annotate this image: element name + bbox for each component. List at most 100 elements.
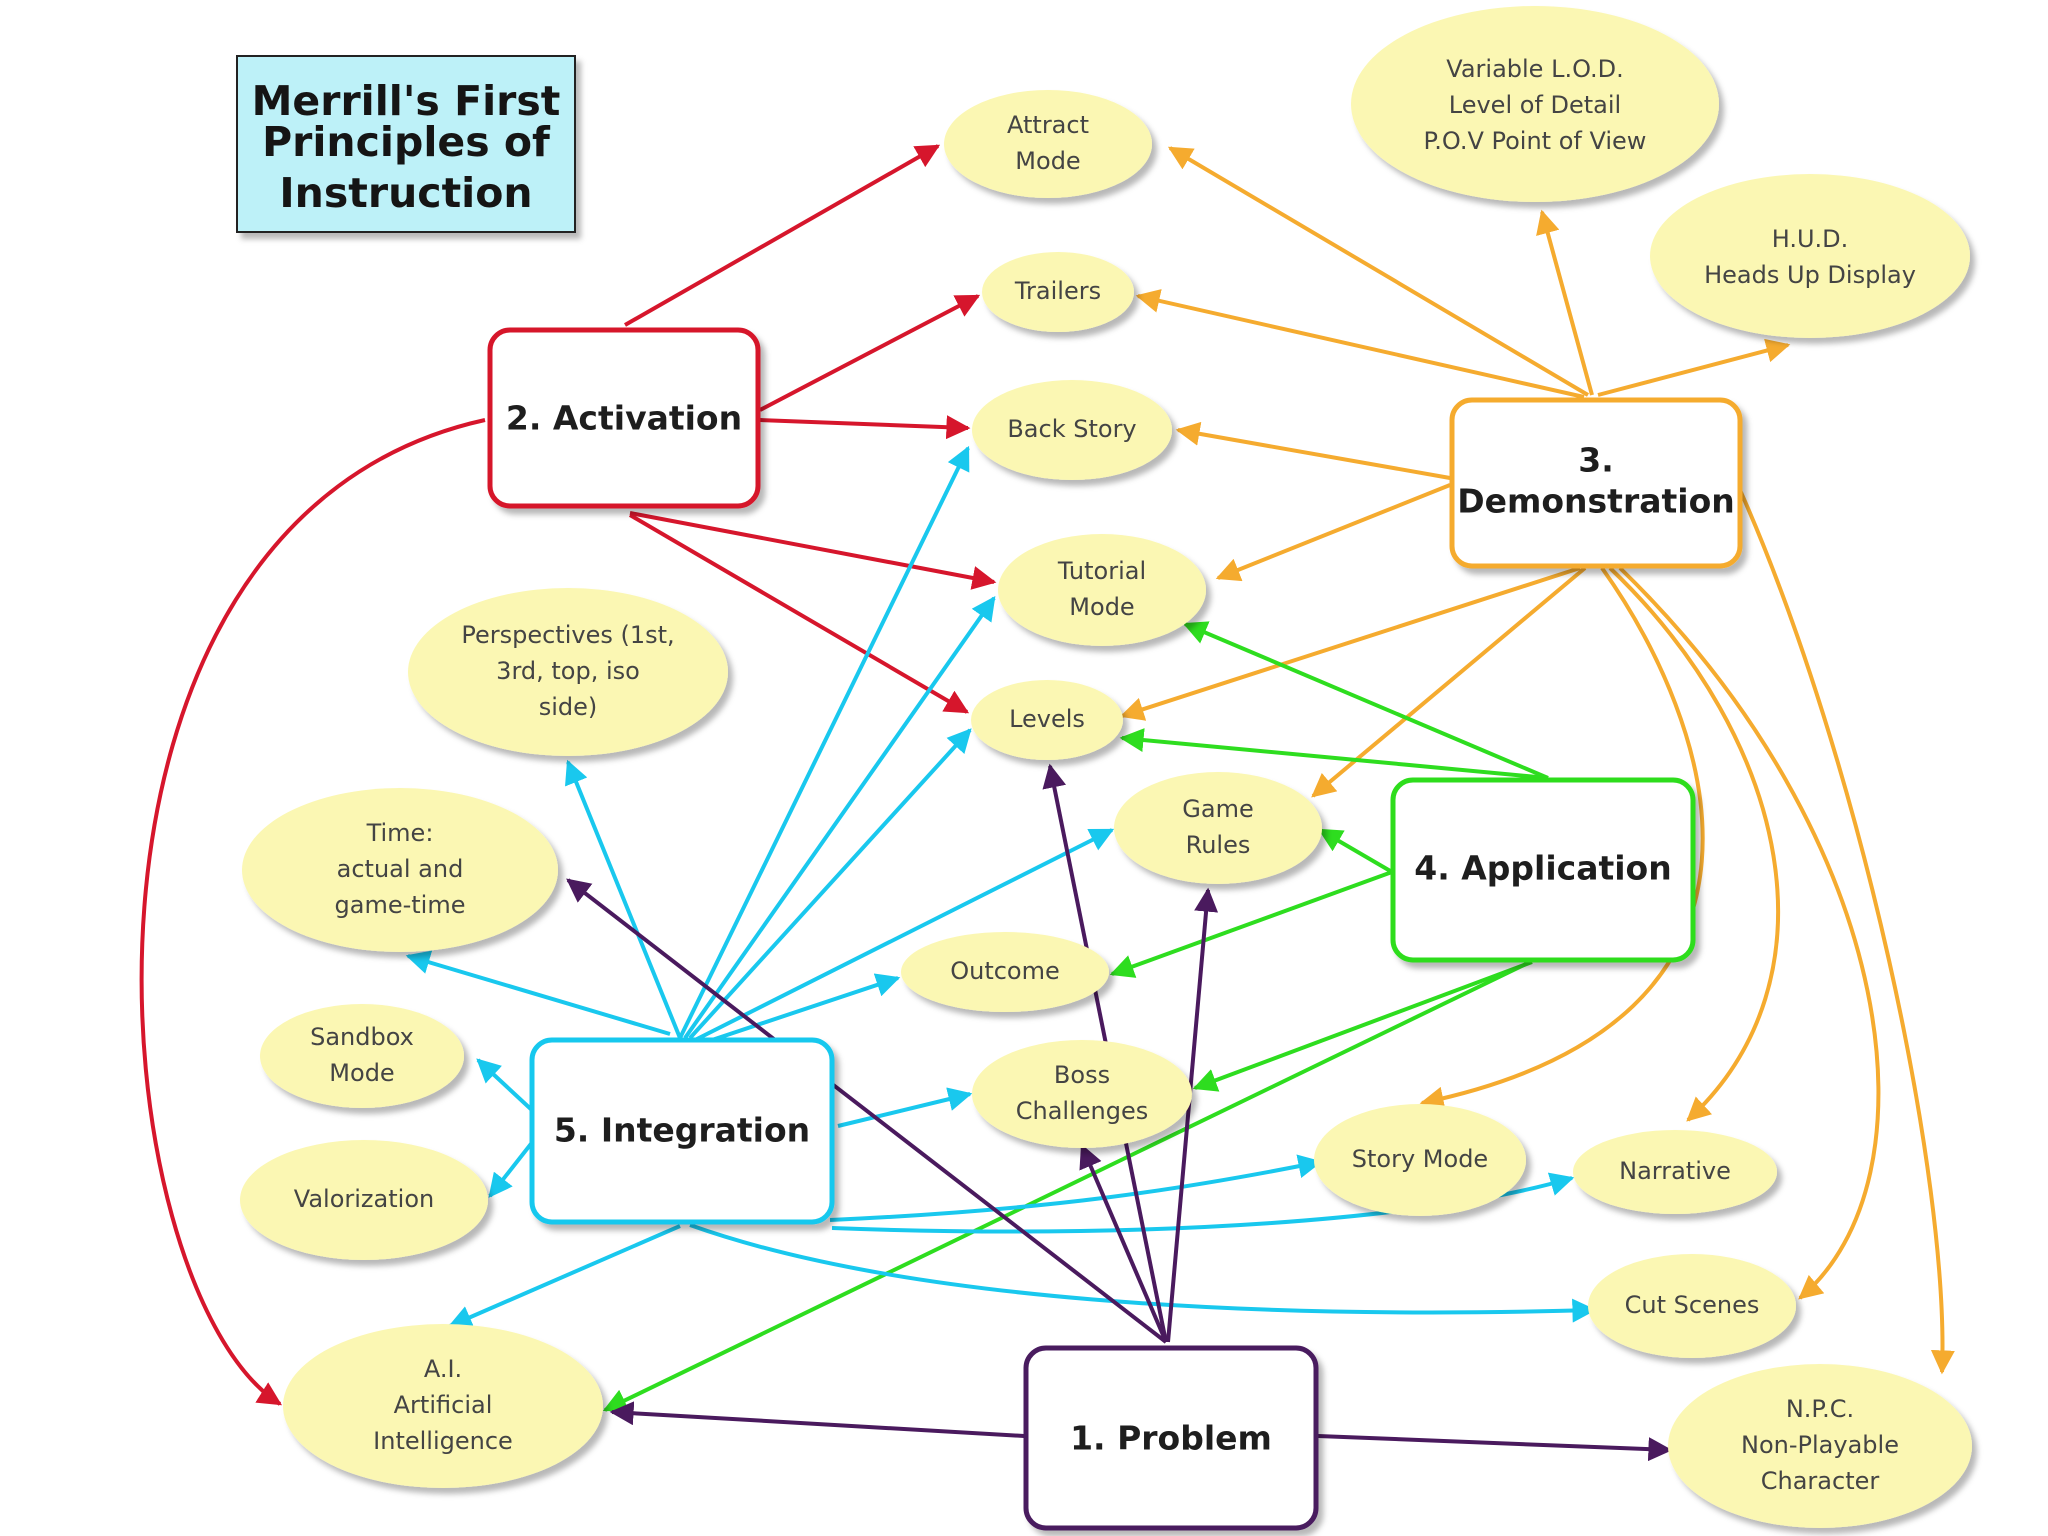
concept-npc-label-2: Non-Playable bbox=[1741, 1431, 1899, 1459]
edge-application-levels bbox=[1119, 728, 1549, 780]
edge-application-boss-challenges bbox=[1192, 960, 1533, 1092]
principle-activation[interactable]: 2. Activation bbox=[487, 327, 761, 509]
concept-npc[interactable]: N.P.C. Non-Playable Character bbox=[1668, 1364, 1972, 1528]
edge-integration-sandbox-mode bbox=[476, 1058, 536, 1114]
title-line-2: Principles of bbox=[262, 118, 551, 166]
edge-activation-levels bbox=[628, 513, 970, 714]
concept-tutorial-mode[interactable]: Tutorial Mode bbox=[998, 534, 1206, 646]
edge-problem-ai bbox=[609, 1401, 1025, 1438]
concept-time[interactable]: Time: actual and game-time bbox=[242, 788, 558, 952]
edges bbox=[139, 144, 1955, 1462]
edge-integration-levels bbox=[688, 728, 972, 1040]
concept-outcome-label: Outcome bbox=[950, 957, 1060, 985]
concept-back-story-label: Back Story bbox=[1007, 415, 1136, 443]
edge-activation-back-story bbox=[759, 415, 971, 440]
edge-integration-cut-scenes bbox=[689, 1223, 1597, 1323]
concept-sandbox-mode-label-1: Sandbox bbox=[310, 1023, 414, 1051]
edge-integration-game-rules bbox=[694, 828, 1115, 1042]
concept-story-mode[interactable]: Story Mode bbox=[1314, 1104, 1526, 1216]
edge-integration-perspectives bbox=[565, 759, 682, 1039]
concept-ai-label-1: A.I. bbox=[424, 1355, 462, 1383]
edge-demonstration-back-story bbox=[1175, 421, 1451, 480]
principle-problem[interactable]: 1. Problem bbox=[1023, 1345, 1319, 1531]
edge-demonstration-attract-mode bbox=[1167, 146, 1590, 397]
concept-game-rules-label-2: Rules bbox=[1186, 831, 1251, 859]
principle-problem-label: 1. Problem bbox=[1070, 1419, 1272, 1458]
concept-outcome[interactable]: Outcome bbox=[901, 932, 1109, 1012]
concept-tutorial-mode-label-1: Tutorial bbox=[1057, 557, 1146, 585]
edge-integration-back-story bbox=[678, 445, 970, 1039]
edge-integration-ai bbox=[447, 1224, 681, 1329]
edge-demonstration-trailers bbox=[1135, 289, 1585, 399]
concept-cut-scenes[interactable]: Cut Scenes bbox=[1588, 1254, 1796, 1358]
edge-application-ai bbox=[602, 960, 1531, 1412]
concept-variable-lod-label-2: Level of Detail bbox=[1449, 91, 1621, 119]
concept-npc-label-3: Character bbox=[1761, 1467, 1880, 1495]
concept-ai[interactable]: A.I. Artificial Intelligence bbox=[283, 1324, 603, 1488]
concept-narrative[interactable]: Narrative bbox=[1573, 1130, 1777, 1214]
concept-narrative-label: Narrative bbox=[1619, 1157, 1731, 1185]
concept-boss-challenges[interactable]: Boss Challenges bbox=[972, 1040, 1192, 1148]
edge-integration-boss-challenges bbox=[837, 1087, 973, 1128]
principle-demonstration-label-1: 3. bbox=[1578, 441, 1614, 480]
title-line-1: Merrill's First bbox=[252, 77, 561, 125]
concept-trailers[interactable]: Trailers bbox=[982, 252, 1134, 332]
concept-boss-challenges-label-2: Challenges bbox=[1016, 1097, 1149, 1125]
edge-demonstration-story-mode bbox=[1419, 566, 1705, 1111]
concept-variable-lod[interactable]: Variable L.O.D. Level of Detail P.O.V Po… bbox=[1351, 6, 1719, 202]
edge-integration-tutorial-mode bbox=[683, 596, 996, 1040]
concept-hud-label-1: H.U.D. bbox=[1772, 225, 1849, 253]
concept-boss-challenges-label-1: Boss bbox=[1054, 1061, 1110, 1089]
edge-problem-npc bbox=[1317, 1434, 1673, 1462]
principle-demonstration-label-2: Demonstration bbox=[1457, 482, 1735, 521]
principle-demonstration[interactable]: 3. Demonstration bbox=[1449, 397, 1743, 569]
concept-back-story[interactable]: Back Story bbox=[972, 380, 1172, 480]
concept-attract-mode-label-2: Mode bbox=[1015, 147, 1080, 175]
principle-integration[interactable]: 5. Integration bbox=[529, 1037, 835, 1225]
edge-application-game-rules bbox=[1317, 828, 1394, 874]
concept-cut-scenes-label: Cut Scenes bbox=[1625, 1291, 1760, 1319]
edge-integration-valorization bbox=[488, 1138, 536, 1198]
concept-perspectives[interactable]: Perspectives (1st, 3rd, top, iso side) bbox=[408, 588, 728, 756]
edge-demonstration-tutorial-mode bbox=[1215, 483, 1451, 582]
concept-attract-mode-label-1: Attract bbox=[1007, 111, 1089, 139]
edge-activation-tutorial-mode bbox=[629, 511, 997, 590]
principle-application-label: 4. Application bbox=[1414, 849, 1671, 888]
concept-npc-label-1: N.P.C. bbox=[1786, 1395, 1854, 1423]
title-line-3: Instruction bbox=[279, 169, 532, 217]
concept-levels[interactable]: Levels bbox=[971, 680, 1123, 760]
principle-activation-label: 2. Activation bbox=[506, 399, 742, 438]
edge-problem-time bbox=[566, 878, 1168, 1344]
edge-demonstration-levels bbox=[1119, 566, 1581, 721]
edge-demonstration-narrative bbox=[1608, 566, 1781, 1122]
concept-sandbox-mode[interactable]: Sandbox Mode bbox=[260, 1004, 464, 1108]
edge-application-outcome bbox=[1109, 870, 1393, 978]
concept-trailers-label: Trailers bbox=[1014, 277, 1101, 305]
edge-problem-boss-challenges bbox=[1079, 1143, 1168, 1343]
concept-ai-label-2: Artificial bbox=[394, 1391, 493, 1419]
edge-activation-ai bbox=[139, 418, 486, 1406]
concept-hud-label-2: Heads Up Display bbox=[1704, 261, 1916, 289]
edge-application-tutorial-mode bbox=[1182, 621, 1549, 780]
concept-hud[interactable]: H.U.D. Heads Up Display bbox=[1650, 174, 1970, 338]
edge-integration-outcome bbox=[699, 973, 901, 1046]
concept-perspectives-label-2: 3rd, top, iso bbox=[496, 657, 640, 685]
edge-integration-story-mode bbox=[829, 1154, 1323, 1222]
concept-valorization-label: Valorization bbox=[294, 1185, 434, 1213]
concept-attract-mode[interactable]: Attract Mode bbox=[944, 90, 1152, 198]
concept-variable-lod-label-1: Variable L.O.D. bbox=[1446, 55, 1623, 83]
edge-demonstration-variable-lod bbox=[1536, 209, 1594, 396]
concept-game-rules[interactable]: Game Rules bbox=[1114, 772, 1322, 884]
concept-valorization[interactable]: Valorization bbox=[240, 1140, 488, 1260]
concept-game-rules-label-1: Game bbox=[1182, 795, 1253, 823]
principle-application[interactable]: 4. Application bbox=[1390, 777, 1696, 963]
concept-sandbox-mode-label-2: Mode bbox=[329, 1059, 394, 1087]
principle-integration-label: 5. Integration bbox=[554, 1111, 810, 1150]
edge-demonstration-npc bbox=[1738, 489, 1955, 1375]
concept-variable-lod-label-3: P.O.V Point of View bbox=[1424, 127, 1647, 155]
edge-activation-attract-mode bbox=[624, 144, 941, 327]
concept-story-mode-label: Story Mode bbox=[1352, 1145, 1488, 1173]
concept-time-label-3: game-time bbox=[335, 891, 466, 919]
edge-activation-trailers bbox=[759, 294, 981, 412]
